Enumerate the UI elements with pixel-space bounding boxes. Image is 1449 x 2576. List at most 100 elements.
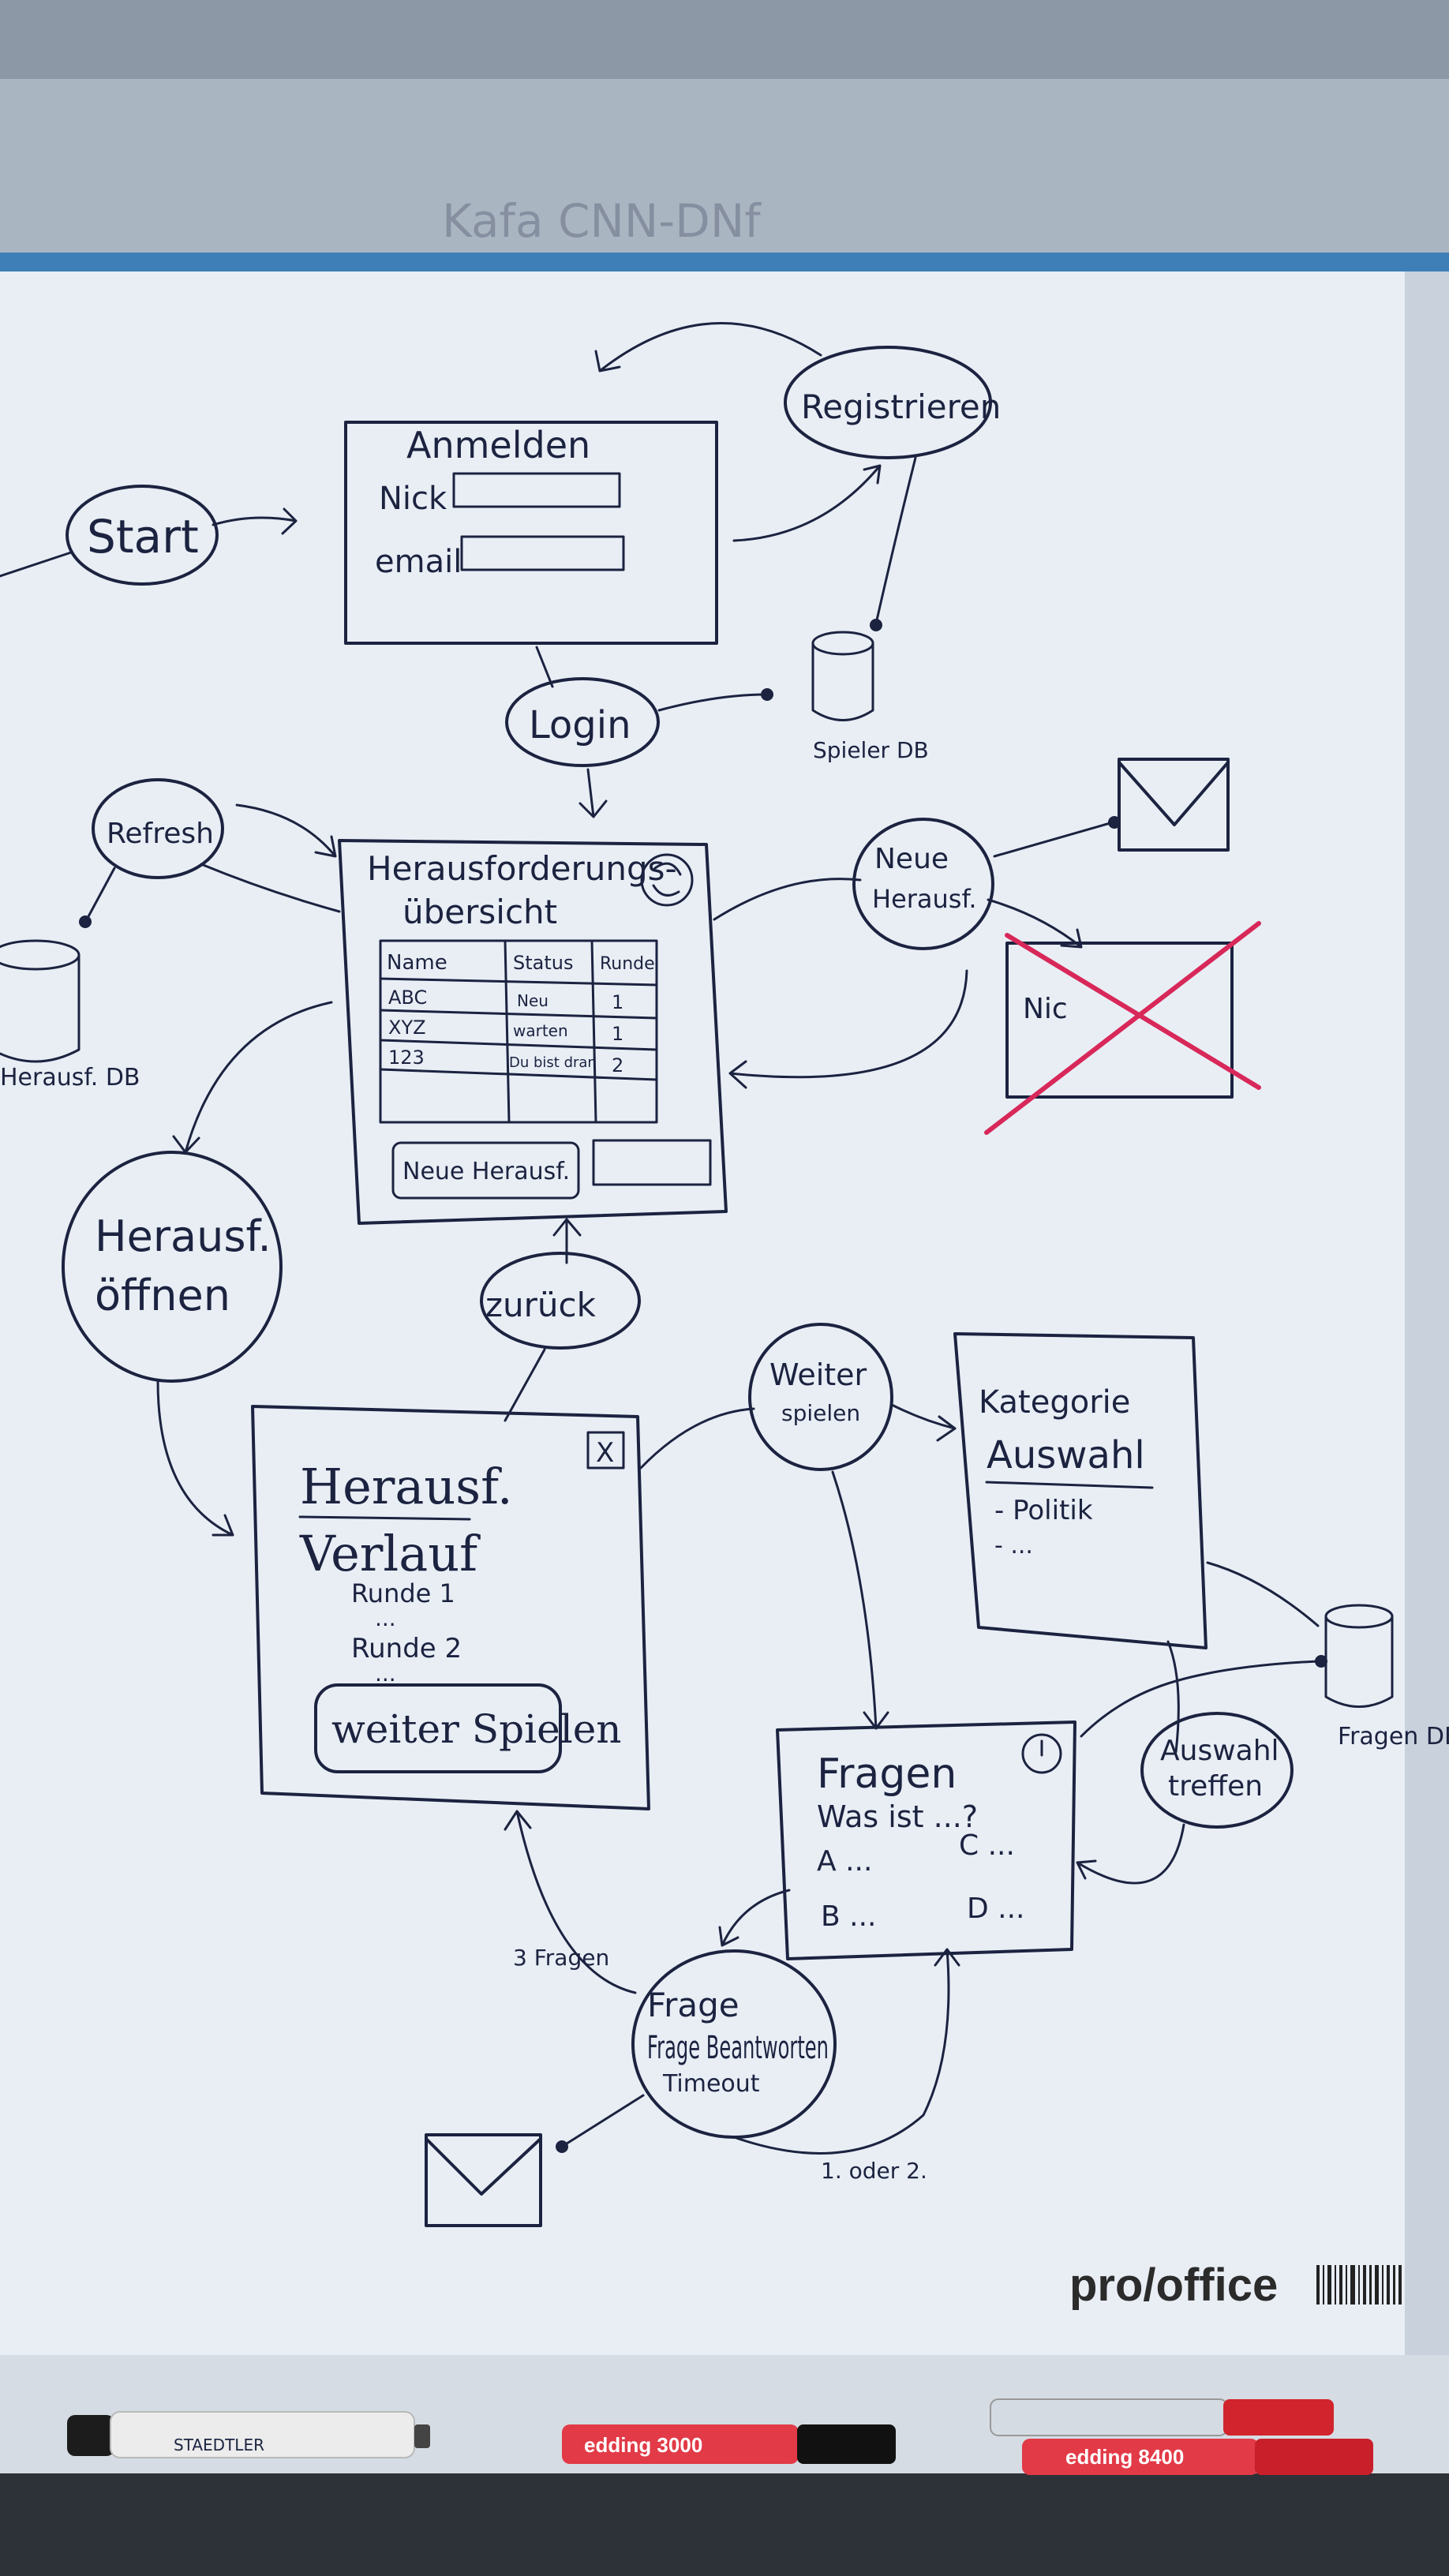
verlauf-dots1: ... [375, 1605, 396, 1631]
weiter-spielen-node: Weiter spielen [748, 1323, 893, 1471]
verlauf-dots2: ... [375, 1661, 396, 1687]
col-name: Name [387, 951, 447, 975]
login-screen: Anmelden Nick email [344, 421, 718, 645]
fragen-title: Fragen [817, 1750, 957, 1798]
email-label: email [375, 544, 462, 580]
empty-button [592, 1139, 712, 1186]
start-label: Start [87, 510, 199, 564]
arrow-weiter-to-kategorie [890, 1403, 957, 1442]
line-login-screen-to-login [535, 646, 554, 688]
arrow-login-to-registrieren [732, 464, 882, 542]
row1-runde: 1 [612, 991, 623, 1013]
herausf-oeffnen-label-line2: öffnen [95, 1271, 230, 1320]
row1-name: ABC [388, 987, 427, 1009]
overview-title-line2: übersicht [402, 893, 557, 931]
line-registrieren-db [874, 456, 917, 625]
verlauf-screen: X Herausf. Verlauf Runde 1 ... Runde 2 .… [251, 1405, 650, 1810]
frage-beantworten-node: Frage Frage Beantworten Timeout [631, 1949, 837, 2139]
spieler-db-icon: Spieler DB [811, 631, 929, 763]
login-label: Login [529, 703, 631, 747]
arrow-auswahl-to-fragen [1076, 1823, 1185, 1885]
nick-label: Nick [379, 481, 447, 517]
row2-runde: 1 [612, 1023, 623, 1045]
start-incoming-line [0, 551, 73, 578]
overview-title-line1: Herausforderungs- [367, 849, 677, 888]
start-node: Start [66, 485, 219, 586]
arrow-refresh-to-overview [235, 803, 337, 858]
answer-c: C ... [959, 1829, 1015, 1862]
black-marker-label: STAEDTLER [174, 2436, 264, 2454]
kategorie-item2: - ... [994, 1532, 1033, 1559]
answer-d: D ... [967, 1893, 1025, 1925]
registrieren-node: Registrieren [784, 346, 1001, 459]
auswahl-label-line1: Auswahl [1160, 1735, 1279, 1767]
arrow-start-to-login [212, 507, 298, 535]
login-node: Login [505, 677, 660, 767]
kategorie-title-line2: Auswahl [987, 1433, 1145, 1477]
line-login-to-db [657, 693, 767, 712]
zurueck-node: zurück [480, 1252, 641, 1350]
refresh-label: Refresh [107, 818, 214, 850]
barcode [1316, 2265, 1402, 2305]
weiter-spielen-label-line2: spielen [781, 1400, 860, 1426]
red-marker-right: edding 8400 [1022, 2439, 1373, 2475]
fragen-screen: Fragen Was ist ...? A ... C ... B ... D … [776, 1720, 1076, 1960]
auswahl-label-line2: treffen [1168, 1770, 1263, 1803]
connector-dot-3 [79, 915, 92, 928]
beantworten-label: Frage Beantworten [647, 2030, 829, 2066]
herausf-oeffnen-node: Herausf. öffnen [62, 1151, 283, 1383]
crossed-out-dialog: Nic [984, 921, 1261, 1135]
refresh-icon [640, 853, 694, 907]
drei-fragen-label: 3 Fragen [513, 1945, 609, 1971]
arrow-fragen-to-beantworten [718, 1889, 791, 1947]
paper-edge-shadow [1405, 271, 1449, 2355]
red-marker-left: edding 3000 [562, 2424, 896, 2464]
line-overview-to-neue [713, 878, 862, 921]
fragen-question: Was ist ...? [817, 1799, 978, 1834]
email-field [460, 535, 625, 571]
kategorie-item1: - Politik [994, 1495, 1093, 1526]
verlauf-round1: Runde 1 [351, 1578, 455, 1608]
overview-table [379, 939, 658, 1124]
line-refresh-db [85, 867, 116, 921]
red-marker-left-label: edding 3000 [584, 2433, 702, 2457]
mail-icon-bottom [425, 2133, 542, 2227]
line-db-to-fragen [1080, 1660, 1320, 1738]
eins-oder-zwei-label: 1. oder 2. [821, 2158, 927, 2184]
line-neue-to-mail [993, 821, 1114, 858]
verlauf-close-label: X [596, 1437, 614, 1469]
weiter-spielen-label-line1: Weiter [769, 1357, 867, 1392]
neue-herausf-button [391, 1141, 580, 1200]
line-kategorie-to-auswahl [1166, 1640, 1180, 1754]
neue-herausf-label-line1: Neue [874, 843, 949, 875]
answer-b: B ... [821, 1900, 876, 1933]
herausf-db-icon: Herausf. DB [0, 939, 140, 1091]
col-runde: Runde [600, 954, 655, 974]
faint-top-text: Kafa CNN-DNf [442, 194, 762, 248]
fragen-db-label: Fragen DB [1338, 1723, 1449, 1750]
weiter-spielen-button-label: weiter Spielen [331, 1706, 621, 1752]
flipchart-blue-strip [0, 253, 1449, 271]
verlauf-title-line2: Verlauf [299, 1525, 481, 1582]
herausf-oeffnen-label-line1: Herausf. [95, 1211, 271, 1261]
red-marker-right-label: edding 8400 [1065, 2445, 1184, 2469]
line-beantworten-to-mail [563, 2094, 645, 2147]
answer-a: A ... [817, 1845, 872, 1878]
red-cross-line1 [984, 921, 1261, 1135]
overview-screen: Herausforderungs- übersicht Name Status … [338, 839, 728, 1225]
connector-dot-5 [1315, 1655, 1327, 1668]
auswahl-treffen-node: Auswahl treffen [1140, 1712, 1294, 1829]
arrow-overview-to-oeffnen [172, 1001, 333, 1154]
verlauf-round2: Runde 2 [351, 1633, 462, 1664]
registrieren-label: Registrieren [801, 388, 1001, 426]
frage-label: Frage [647, 1986, 739, 2024]
zurueck-label: zurück [485, 1286, 597, 1324]
nick-field [452, 472, 621, 508]
timer-icon [1021, 1733, 1062, 1774]
verlauf-close-box [586, 1431, 625, 1470]
col-status: Status [513, 952, 573, 974]
weiter-spielen-button [314, 1683, 562, 1773]
refresh-arrows [652, 862, 682, 897]
row1-status: Neu [517, 991, 549, 1010]
flipchart-top-sheet [0, 79, 1449, 284]
